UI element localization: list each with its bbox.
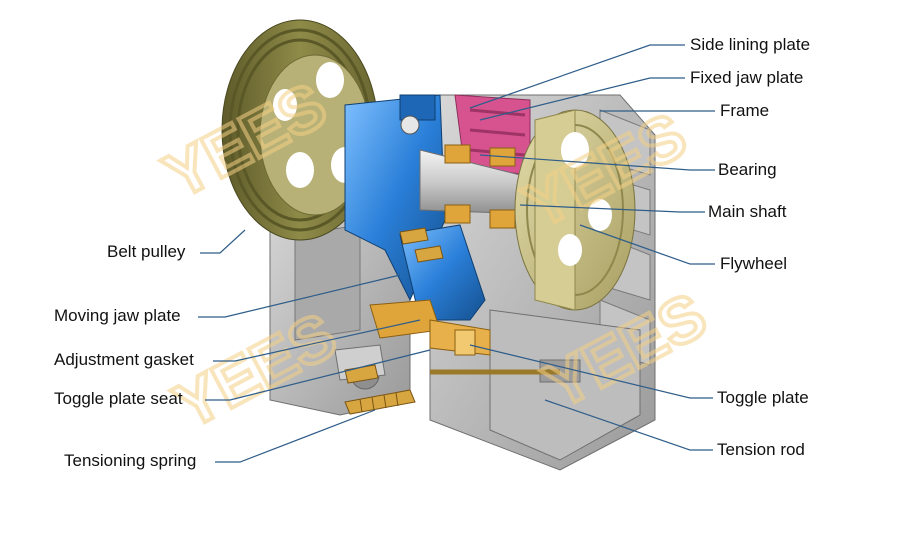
label-fixed-jaw-plate: Fixed jaw plate [690, 68, 804, 87]
label-adjustment-gasket: Adjustment gasket [54, 350, 194, 369]
label-tension-rod: Tension rod [717, 440, 805, 459]
tensioning-spring [344, 227, 444, 415]
leader-adjustment-gasket [213, 319, 421, 362]
label-tensioning-spring: Tensioning spring [64, 451, 197, 470]
leader-main-shaft [519, 204, 705, 213]
watermark-text: YEES [163, 299, 348, 443]
label-bearing: Bearing [718, 160, 777, 179]
leader-fixed-jaw-plate [479, 77, 685, 121]
label-frame: Frame [720, 101, 770, 120]
label-side-lining-plate: Side lining plate [690, 35, 811, 54]
leader-tensioning-spring [215, 409, 376, 463]
label-toggle-plate: Toggle plate [717, 388, 809, 407]
label-main-shaft: Main shaft [708, 202, 787, 221]
leader-moving-jaw-plate [198, 274, 401, 318]
leader-toggle-plate [469, 344, 713, 399]
label-flywheel: Flywheel [720, 254, 788, 273]
leader-bearing [479, 154, 715, 171]
leader-toggle-plate-seat [205, 349, 431, 401]
leader-flywheel [579, 224, 715, 265]
leader-side-lining-plate [469, 44, 685, 109]
leader-lines [198, 44, 715, 463]
leader-belt-pulley [200, 229, 246, 254]
label-moving-jaw-plate: Moving jaw plate [54, 306, 181, 325]
leader-tension-rod [544, 399, 713, 451]
label-belt-pulley: Belt pulley [107, 242, 186, 261]
label-toggle-plate-seat: Toggle plate seat [54, 389, 183, 408]
